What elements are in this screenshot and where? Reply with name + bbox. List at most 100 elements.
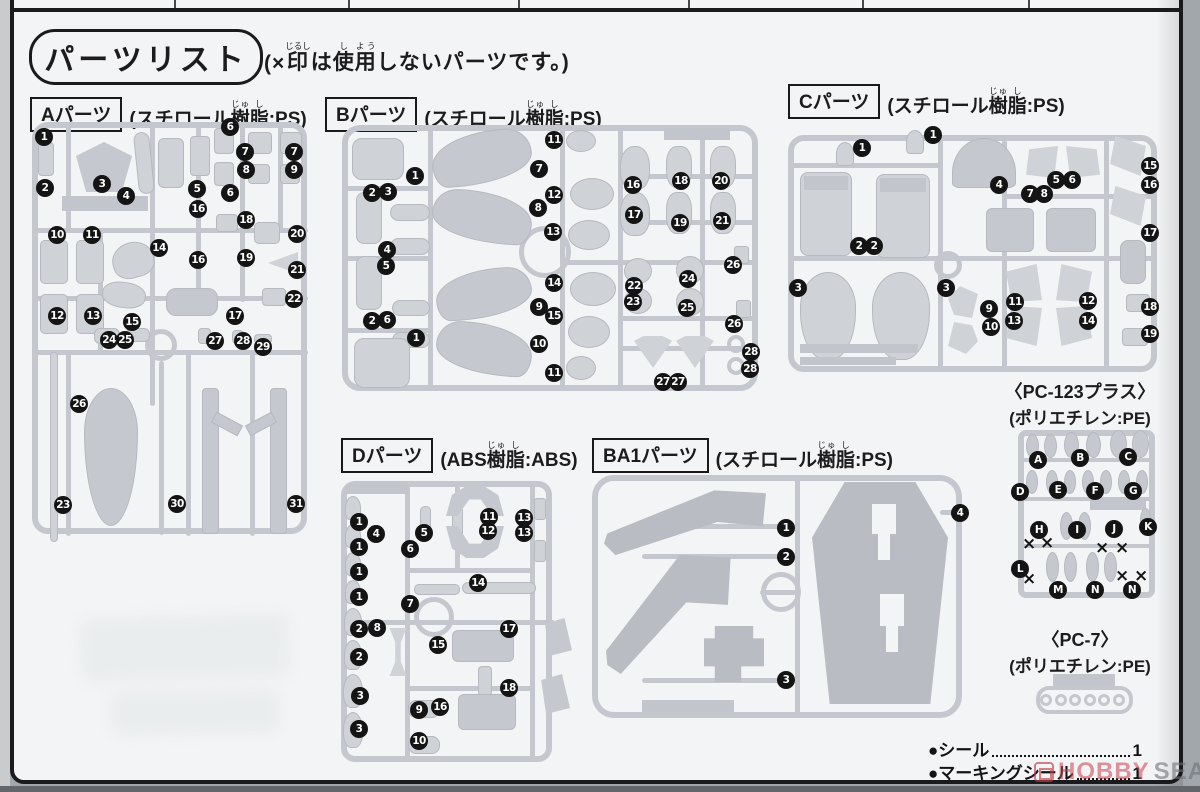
sprue-ring bbox=[727, 335, 745, 353]
part-number-badge-a-12: 12 bbox=[48, 307, 66, 325]
table-divider bbox=[348, 0, 350, 8]
molded-part bbox=[354, 338, 410, 388]
part-number-badge-a-20: 20 bbox=[288, 225, 306, 243]
part-number-badge-d-16: 16 bbox=[431, 698, 449, 716]
part-number-badge-pc123-B: B bbox=[1071, 449, 1089, 467]
part-number-badge-pc123-D: D bbox=[1011, 483, 1029, 501]
part-number-badge-d-7: 7 bbox=[401, 595, 419, 613]
part-number-badge-b-4: 4 bbox=[378, 241, 396, 259]
part-number-badge-b-12: 12 bbox=[545, 186, 563, 204]
part-number-badge-b-2: 2 bbox=[363, 184, 381, 202]
unused-parts-note: (×印じるしは使し用ようしないパーツです。) bbox=[264, 41, 570, 75]
molded-part bbox=[872, 504, 896, 534]
molded-part bbox=[40, 240, 68, 284]
molded-part bbox=[568, 220, 610, 250]
part-number-badge-d-11: 11 bbox=[480, 508, 498, 526]
molded-part bbox=[736, 300, 751, 318]
sprue-bar bbox=[788, 256, 1157, 261]
part-number-badge-a-21: 21 bbox=[288, 261, 306, 279]
molded-part bbox=[664, 128, 730, 140]
sprue-ring bbox=[1055, 694, 1067, 706]
part-number-badge-c-1: 1 bbox=[924, 126, 942, 144]
sprue-bar bbox=[1002, 140, 1007, 370]
sprue-ring bbox=[1069, 694, 1081, 706]
part-number-badge-d-1: 1 bbox=[350, 588, 368, 606]
page-curl-shade bbox=[1156, 0, 1183, 792]
part-number-badge-c-3: 3 bbox=[789, 279, 807, 297]
part-number-badge-c-3: 3 bbox=[937, 279, 955, 297]
part-number-badge-b-16: 16 bbox=[624, 176, 642, 194]
part-number-badge-d-9: 9 bbox=[410, 701, 428, 719]
part-number-badge-d-8: 8 bbox=[368, 619, 386, 637]
molded-part bbox=[570, 272, 616, 306]
table-divider bbox=[688, 0, 690, 8]
part-number-badge-a-13: 13 bbox=[84, 307, 102, 325]
part-number-badge-a-18: 18 bbox=[237, 211, 255, 229]
part-number-badge-b-25: 25 bbox=[678, 299, 696, 317]
part-number-badge-a-28: 28 bbox=[234, 332, 252, 350]
molded-part bbox=[390, 204, 430, 221]
table-divider bbox=[862, 0, 864, 8]
molded-part bbox=[202, 388, 219, 534]
part-number-badge-b-10: 10 bbox=[530, 335, 548, 353]
sprue-bar bbox=[342, 328, 432, 333]
part-number-badge-pc123-L: L bbox=[1011, 560, 1029, 578]
sprue-bar bbox=[618, 316, 758, 321]
sprue-bar bbox=[618, 125, 623, 391]
part-number-badge-a-8: 8 bbox=[237, 161, 255, 179]
molded-part bbox=[1053, 674, 1115, 687]
part-number-badge-a-5: 5 bbox=[188, 180, 206, 198]
part-number-badge-d-2: 2 bbox=[350, 648, 368, 666]
part-number-badge-d-4: 4 bbox=[367, 525, 385, 543]
runner-b-material: (スチロール樹じゅ脂し:PS) bbox=[424, 99, 602, 130]
part-number-badge-b-17: 17 bbox=[625, 206, 643, 224]
watermark-search: SEARCH bbox=[1153, 758, 1200, 785]
part-number-badge-c-6: 6 bbox=[1063, 171, 1081, 189]
part-number-badge-b-24: 24 bbox=[679, 270, 697, 288]
part-number-badge-pc123-N: N bbox=[1086, 581, 1104, 599]
molded-part bbox=[190, 136, 210, 176]
part-number-badge-a-22: 22 bbox=[285, 290, 303, 308]
part-number-badge-ba1-4: 4 bbox=[951, 504, 969, 522]
part-number-badge-b-19: 19 bbox=[671, 214, 689, 232]
runner-pc7-material: (ポリエチレン:PE) bbox=[1009, 657, 1151, 676]
sprue-bar bbox=[159, 361, 164, 535]
unused-part-x-mark: × bbox=[1115, 566, 1130, 586]
part-number-badge-b-2: 2 bbox=[363, 312, 381, 330]
molded-part bbox=[1064, 552, 1077, 582]
unused-part-x-mark: × bbox=[1115, 538, 1130, 558]
sprue-bar bbox=[1002, 194, 1157, 199]
molded-part bbox=[800, 357, 896, 365]
part-number-badge-c-4: 4 bbox=[990, 176, 1008, 194]
runner-label-c: Cパーツ (スチロール樹じゅ脂し:PS) bbox=[788, 84, 1065, 119]
runner-label-d: Dパーツ (ABS樹じゅ脂し:ABS) bbox=[341, 438, 578, 473]
part-number-badge-a-11: 11 bbox=[83, 226, 101, 244]
molded-part bbox=[216, 214, 238, 232]
part-number-badge-ba1-2: 2 bbox=[777, 548, 795, 566]
unused-part-x-mark: × bbox=[1095, 538, 1110, 558]
molded-part bbox=[836, 142, 854, 166]
sprue-bar bbox=[66, 122, 71, 232]
part-number-badge-d-13: 13 bbox=[515, 509, 533, 527]
molded-part bbox=[158, 138, 184, 188]
part-number-badge-ba1-1: 1 bbox=[777, 519, 795, 537]
sprue-bar bbox=[642, 524, 795, 529]
molded-part bbox=[1046, 552, 1059, 582]
molded-part bbox=[254, 222, 280, 244]
part-number-badge-b-28: 28 bbox=[741, 360, 759, 378]
part-number-badge-b-27: 27 bbox=[654, 373, 672, 391]
part-number-badge-a-9: 9 bbox=[285, 161, 303, 179]
sprue-bar bbox=[405, 686, 535, 691]
part-number-badge-b-27: 27 bbox=[669, 373, 687, 391]
part-number-badge-ba1-3: 3 bbox=[777, 671, 795, 689]
molded-part bbox=[534, 498, 546, 520]
bullet-icon: ● bbox=[928, 764, 939, 783]
molded-part bbox=[262, 288, 286, 306]
molded-part bbox=[76, 240, 104, 284]
part-number-badge-c-1: 1 bbox=[853, 139, 871, 157]
molded-part bbox=[804, 176, 848, 190]
part-number-badge-b-23: 23 bbox=[624, 293, 642, 311]
part-number-badge-pc123-E: E bbox=[1049, 481, 1067, 499]
part-number-badge-c-13: 13 bbox=[1005, 312, 1023, 330]
part-number-badge-d-18: 18 bbox=[500, 679, 518, 697]
